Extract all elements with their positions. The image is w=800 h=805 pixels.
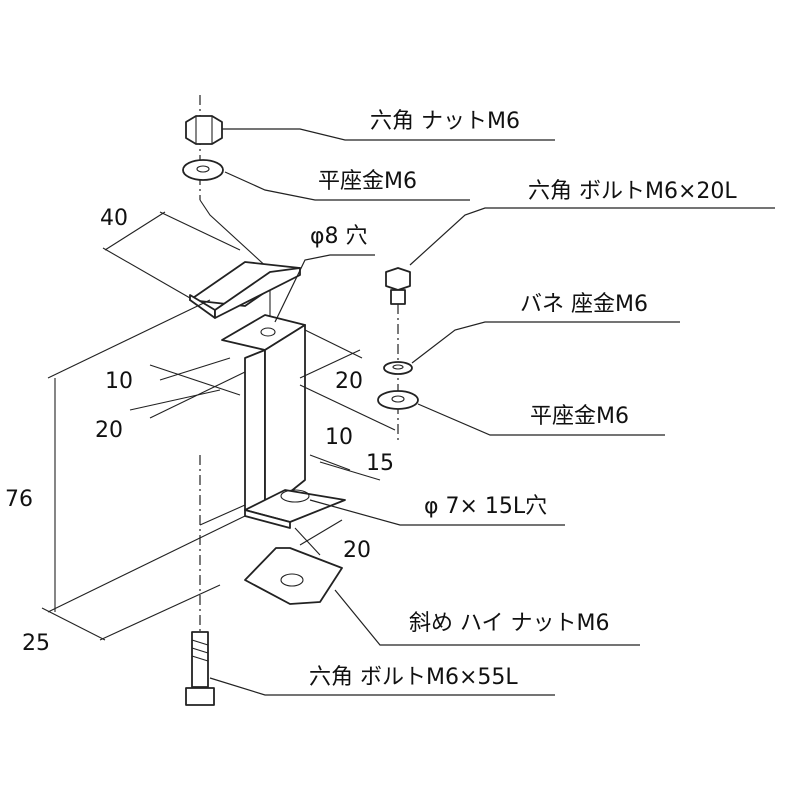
hex-bolt-m6x55l-part [185, 455, 215, 706]
z-bracket-part [189, 261, 346, 529]
dim-25: 25 [22, 631, 50, 656]
label-phi7x15l-hole: φ 7× 15L穴 [424, 494, 547, 519]
hex-bolt-m6x20l-part [385, 267, 411, 440]
dim-10-mid: 10 [325, 425, 353, 450]
label-flat-washer-right: 平座金M6 [530, 404, 629, 429]
top-bolt-axis-line [199, 95, 271, 330]
flat-washer-top-part [182, 159, 224, 181]
label-phi8-hole: φ8 穴 [310, 224, 368, 249]
label-hex-bolt-m6x20l: 六角 ボルトM6×20L [528, 179, 737, 204]
label-slant-high-nut: 斜め ハイ ナットM6 [409, 611, 610, 636]
label-flat-washer-top: 平座金M6 [318, 169, 417, 194]
slant-high-nut-part [244, 547, 343, 605]
dimension-lines [41, 211, 396, 641]
hex-nut-m6-part [185, 115, 223, 145]
dim-10-left: 10 [105, 369, 133, 394]
dim-40: 40 [100, 206, 128, 231]
dim-20-bottom: 20 [343, 538, 371, 563]
dim-76: 76 [5, 487, 33, 512]
flat-washer-right-part [377, 390, 419, 410]
dim-15: 15 [366, 451, 394, 476]
dim-20-left: 20 [95, 418, 123, 443]
label-spring-washer: バネ 座金M6 [520, 292, 648, 317]
dim-20-top-right: 20 [335, 369, 363, 394]
label-hex-nut-m6: 六角 ナットM6 [370, 109, 520, 134]
label-hex-bolt-m6x55l: 六角 ボルトM6×55L [309, 665, 518, 690]
leader-lines [209, 128, 775, 696]
spring-washer-part [383, 361, 413, 375]
